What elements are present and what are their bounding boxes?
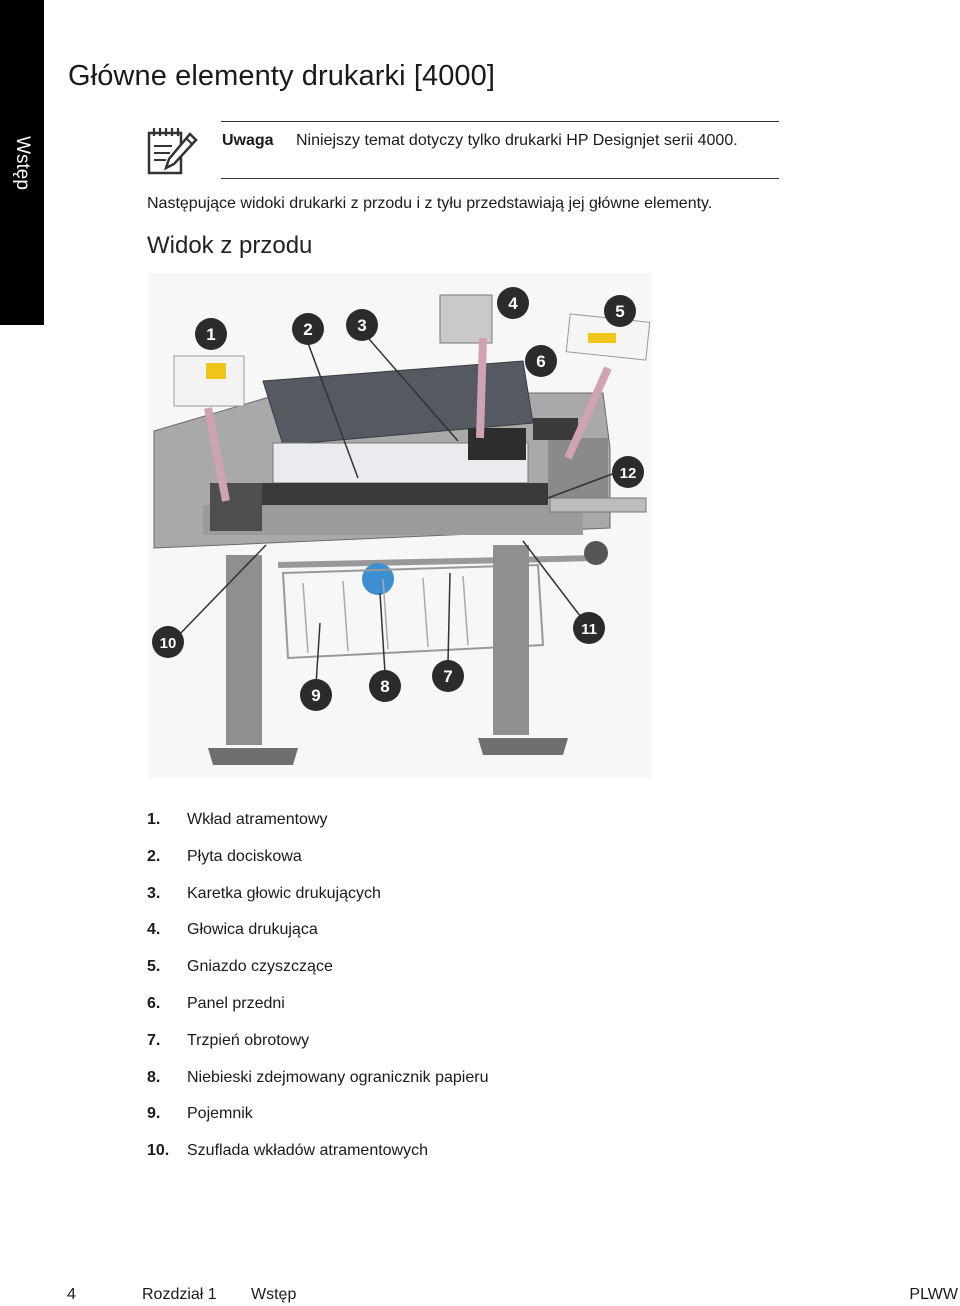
- intro-paragraph: Następujące widoki drukarki z przodu i z…: [147, 195, 713, 212]
- svg-text:3: 3: [357, 316, 366, 335]
- list-item-number: 3.: [147, 884, 161, 902]
- printer-illustration: 1 2 3 4 5 6 7 8 9 10 11 12: [152, 287, 651, 765]
- list-item: 5. Gniazdo czyszczące: [147, 958, 488, 995]
- list-item-label: Gniazdo czyszczące: [187, 958, 333, 976]
- list-item-number: 4.: [147, 921, 161, 939]
- list-item-label: Panel przedni: [187, 994, 285, 1012]
- list-item: 3. Karetka głowic drukujących: [147, 885, 488, 922]
- list-item-number: 5.: [147, 958, 161, 976]
- list-item-label: Trzpień obrotowy: [187, 1031, 310, 1049]
- svg-text:5: 5: [615, 302, 624, 321]
- list-item-number: 2.: [147, 847, 161, 865]
- list-item-number: 6.: [147, 994, 161, 1012]
- page-title: Główne elementy drukarki [4000]: [68, 60, 496, 92]
- list-item-label: Głowica drukująca: [187, 921, 318, 939]
- list-item-label: Płyta dociskowa: [187, 847, 302, 865]
- list-item-label: Niebieski zdejmowany ogranicznik papieru: [187, 1068, 489, 1086]
- list-item-label: Wkład atramentowy: [187, 811, 328, 828]
- footer-chapter: Rozdział 1: [142, 1286, 217, 1303]
- list-item: 8. Niebieski zdejmowany ogranicznik papie…: [147, 1069, 488, 1106]
- list-item: 7. Trzpień obrotowy: [147, 1032, 488, 1069]
- svg-text:4: 4: [508, 294, 518, 313]
- svg-text:8: 8: [380, 677, 389, 696]
- note-top-rule: [221, 121, 779, 122]
- list-item: 4. Głowica drukująca: [147, 921, 488, 958]
- footer-page-number: 4: [67, 1286, 76, 1303]
- parts-list: 1. Wkład atramentowy 2. Płyta dociskowa 3.…: [147, 811, 488, 1179]
- list-item: 1. Wkład atramentowy: [147, 811, 488, 848]
- list-item-label: Karetka głowic drukujących: [187, 884, 381, 902]
- svg-text:7: 7: [443, 667, 452, 686]
- list-item-label: Szuflada wkładów atramentowych: [187, 1142, 429, 1160]
- list-item-number: 10.: [147, 1142, 170, 1160]
- list-item: 9. Pojemnik: [147, 1105, 488, 1142]
- svg-text:2: 2: [303, 320, 312, 339]
- chapter-side-tab[interactable]: Wstęp: [0, 0, 44, 325]
- list-item-label: Pojemnik: [187, 1105, 253, 1123]
- list-item-number: 7.: [147, 1031, 161, 1049]
- note-label: Uwaga: [222, 132, 274, 149]
- list-item: 2. Płyta dociskowa: [147, 848, 488, 885]
- note-text: Niniejszy temat dotyczy tylko drukarki H…: [296, 132, 738, 149]
- list-item: 10. Szuflada wkładów atramentowych: [147, 1142, 488, 1179]
- svg-text:12: 12: [620, 465, 637, 482]
- notepad-pencil-icon: [147, 128, 198, 175]
- svg-text:1: 1: [206, 325, 215, 344]
- list-item-number: 9.: [147, 1105, 161, 1123]
- footer-chapter-name: Wstęp: [251, 1286, 297, 1303]
- list-item-number: 8.: [147, 1068, 161, 1086]
- footer-code: PLWW: [909, 1286, 958, 1303]
- printer-front-view-figure: 1 2 3 4 5 6 7 8 9 10 11 12: [148, 273, 652, 778]
- note-bottom-rule: [221, 178, 779, 179]
- list-item: 6. Panel przedni: [147, 995, 488, 1032]
- svg-text:11: 11: [581, 621, 597, 638]
- chapter-side-tab-label: Wstęp: [12, 135, 34, 190]
- list-item-number: 1.: [147, 811, 161, 828]
- svg-text:9: 9: [311, 686, 320, 705]
- section-title: Widok z przodu: [147, 232, 313, 259]
- svg-text:10: 10: [160, 635, 177, 652]
- svg-text:6: 6: [536, 352, 545, 371]
